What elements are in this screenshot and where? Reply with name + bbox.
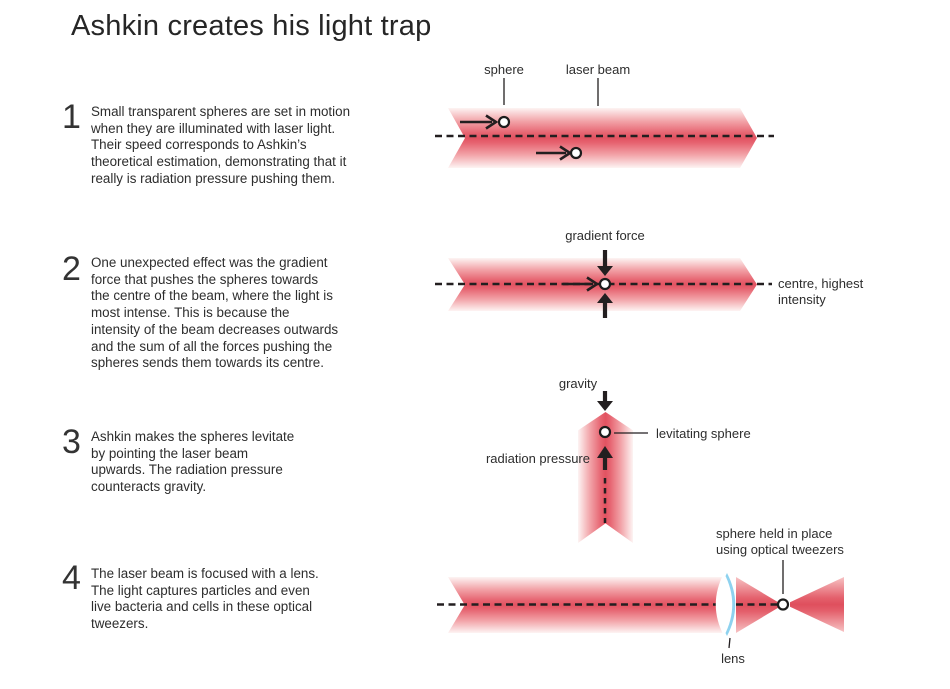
sphere-label: sphere <box>484 62 524 77</box>
laser-beam-label: laser beam <box>565 62 631 77</box>
levitating-sphere-label: levitating sphere <box>656 426 751 441</box>
diagram-1-graphics <box>435 78 774 161</box>
gravity-down-arrowhead-icon <box>597 401 613 411</box>
gradient-force-up-arrowhead-icon <box>597 293 613 303</box>
gradient-force-label: gradient force <box>565 228 645 243</box>
sphere-icon <box>598 277 612 291</box>
diagram-gradient-force: gradient force centre, highest intensity <box>430 225 920 335</box>
diagram-radiation-pressure: sphere laser beam <box>430 60 800 185</box>
radiation-pressure-label: radiation pressure <box>485 451 590 466</box>
sphere-icon <box>776 598 790 611</box>
sphere-icon <box>598 425 612 439</box>
step-4-text: The laser beam is focused with a lens. T… <box>91 566 319 632</box>
page-title: Ashkin creates his light trap <box>71 10 432 42</box>
centre-intensity-label: centre, highest intensity <box>778 276 864 307</box>
motion-right-arrowhead-icon <box>485 114 499 130</box>
step-4-number: 4 <box>62 559 81 597</box>
diagram-4-graphics <box>437 560 790 649</box>
tweezers-sphere-label: sphere held in place using optical tweez… <box>716 526 844 557</box>
sphere-icon <box>569 146 583 160</box>
lens-icon <box>715 573 733 636</box>
diagram-2-graphics <box>435 250 772 318</box>
lens-label-leader-line <box>728 637 731 649</box>
gradient-force-down-arrowhead-icon <box>597 266 613 276</box>
push-right-arrowhead-icon <box>586 276 600 292</box>
step-2-number: 2 <box>62 250 81 288</box>
diagram-levitation: gravity levitating sphere radiation pres… <box>455 372 785 552</box>
step-3-text: Ashkin makes the spheres levitate by poi… <box>91 429 295 495</box>
lens-label: lens <box>721 651 745 666</box>
step-1-text: Small transparent spheres are set in mot… <box>91 104 351 186</box>
radiation-pressure-up-arrowhead-icon <box>597 446 613 458</box>
diagram-3-graphics <box>597 391 648 523</box>
step-1-number: 1 <box>62 98 81 136</box>
sphere-icon <box>497 115 511 129</box>
step-3-number: 3 <box>62 423 81 461</box>
diagram-optical-tweezers: sphere held in place using optical tweez… <box>430 520 890 680</box>
gravity-label: gravity <box>558 376 598 391</box>
step-2-text: One unexpected effect was the gradient f… <box>91 255 339 371</box>
